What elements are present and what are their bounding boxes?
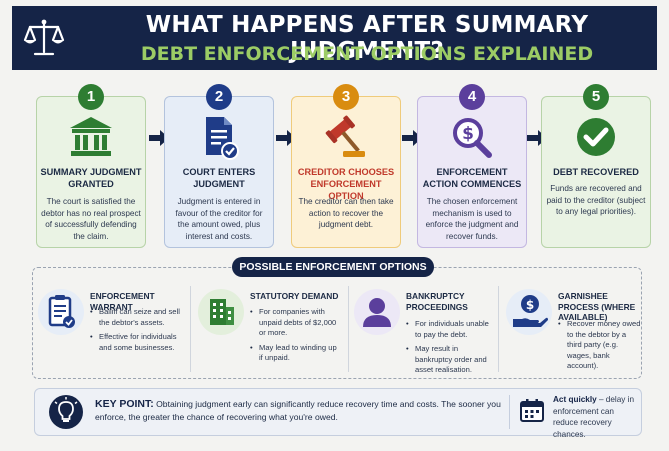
step-card-4: $ ENFORCEMENT ACTION COMMENCES The chose… bbox=[417, 96, 527, 248]
divider bbox=[348, 286, 349, 372]
act-quickly-text: Act quickly – delay in enforcement can r… bbox=[553, 395, 635, 439]
svg-text:$: $ bbox=[462, 124, 474, 144]
person-icon bbox=[363, 298, 391, 327]
step-description: Funds are recovered and paid to the cred… bbox=[546, 184, 646, 216]
option-bullet: May lead to winding up if unpaid. bbox=[250, 343, 342, 364]
gavel-icon bbox=[325, 115, 365, 157]
step-number-1: 1 bbox=[78, 84, 104, 110]
clipboard-check-icon bbox=[48, 295, 75, 328]
option-bullet: Recover money owed to the debtor by a th… bbox=[558, 319, 642, 372]
step-title: SUMMARY JUDGMENT GRANTED bbox=[40, 167, 142, 189]
step-card-1: SUMMARY JUDGMENT GRANTED The court is sa… bbox=[36, 96, 146, 248]
key-point-text: KEY POINT: Obtaining judgment early can … bbox=[95, 398, 501, 422]
magnifier-dollar-icon: $ bbox=[453, 118, 492, 158]
step-card-5: DEBT RECOVERED Funds are recovered and p… bbox=[541, 96, 651, 248]
option-statutory-demand: STATUTORY DEMAND For companies with unpa… bbox=[198, 285, 344, 377]
step-number-4: 4 bbox=[459, 84, 485, 110]
scales-of-justice-icon bbox=[23, 19, 65, 56]
step-title: ENFORCEMENT ACTION COMMENCES bbox=[422, 167, 522, 189]
step-title: CREDITOR CHOOSES ENFORCEMENT OPTION bbox=[297, 167, 395, 201]
divider bbox=[498, 286, 499, 372]
check-circle-icon bbox=[577, 118, 615, 156]
step-card-2: COURT ENTERS JUDGMENT Judgment is entere… bbox=[164, 96, 274, 248]
divider bbox=[509, 395, 510, 429]
option-bankruptcy-proceedings: BANKRUPTCY PROCEEDINGS For individuals u… bbox=[354, 285, 494, 377]
step-card-3: CREDITOR CHOOSES ENFORCEMENT OPTION The … bbox=[291, 96, 401, 248]
options-title: POSSIBLE ENFORCEMENT OPTIONS bbox=[232, 257, 434, 277]
option-bullet: Bailiff can seize and sell the debtor's … bbox=[90, 307, 186, 328]
option-bullet: May result in bankruptcy order and asset… bbox=[406, 344, 494, 376]
key-point-panel: KEY POINT: Obtaining judgment early can … bbox=[34, 388, 642, 439]
option-title: BANKRUPTCY PROCEEDINGS bbox=[406, 291, 468, 312]
document-check-icon bbox=[206, 117, 239, 160]
svg-text:$: $ bbox=[526, 298, 534, 312]
key-point-label: KEY POINT: bbox=[95, 398, 154, 410]
page-subtitle: DEBT ENFORCEMENT OPTIONS EXPLAINED bbox=[140, 43, 594, 65]
step-title: DEBT RECOVERED bbox=[553, 167, 639, 177]
page-title: WHAT HAPPENS AFTER SUMMARY JUDGMENT? bbox=[145, 12, 589, 64]
option-enforcement-warrant: ENFORCEMENT WARRANT Bailiff can seize an… bbox=[38, 285, 188, 377]
courthouse-icon bbox=[70, 117, 112, 156]
divider bbox=[190, 286, 191, 372]
header-banner: WHAT HAPPENS AFTER SUMMARY JUDGMENT? DEB… bbox=[12, 6, 657, 70]
step-number-2: 2 bbox=[206, 84, 232, 110]
step-number-3: 3 bbox=[333, 84, 359, 110]
step-description: The chosen enforcement mechanism is used… bbox=[425, 197, 519, 241]
option-title: GARNISHEE PROCESS (WHERE AVAILABLE) bbox=[558, 291, 636, 322]
calendar-icon bbox=[520, 399, 544, 422]
step-title: COURT ENTERS JUDGMENT bbox=[182, 167, 256, 189]
option-title: STATUTORY DEMAND bbox=[250, 291, 339, 301]
act-quickly-label: Act quickly bbox=[553, 395, 597, 404]
lightbulb-icon bbox=[54, 397, 78, 422]
step-number-5: 5 bbox=[583, 84, 609, 110]
hand-dollar-icon: $ bbox=[513, 295, 548, 327]
option-garnishee-process: $ GARNISHEE PROCESS (WHERE AVAILABLE) Re… bbox=[506, 285, 640, 377]
step-description: The creditor can then take action to rec… bbox=[298, 197, 394, 229]
step-description: The court is satisfied the debtor has no… bbox=[41, 197, 141, 241]
option-bullet: For individuals unable to pay the debt. bbox=[406, 319, 494, 340]
step-description: Judgment is entered in favour of the cre… bbox=[175, 197, 263, 241]
option-bullet: Effective for individuals and some busin… bbox=[90, 332, 186, 353]
option-bullet: For companies with unpaid debts of $2,00… bbox=[250, 307, 342, 339]
building-icon bbox=[210, 299, 234, 325]
